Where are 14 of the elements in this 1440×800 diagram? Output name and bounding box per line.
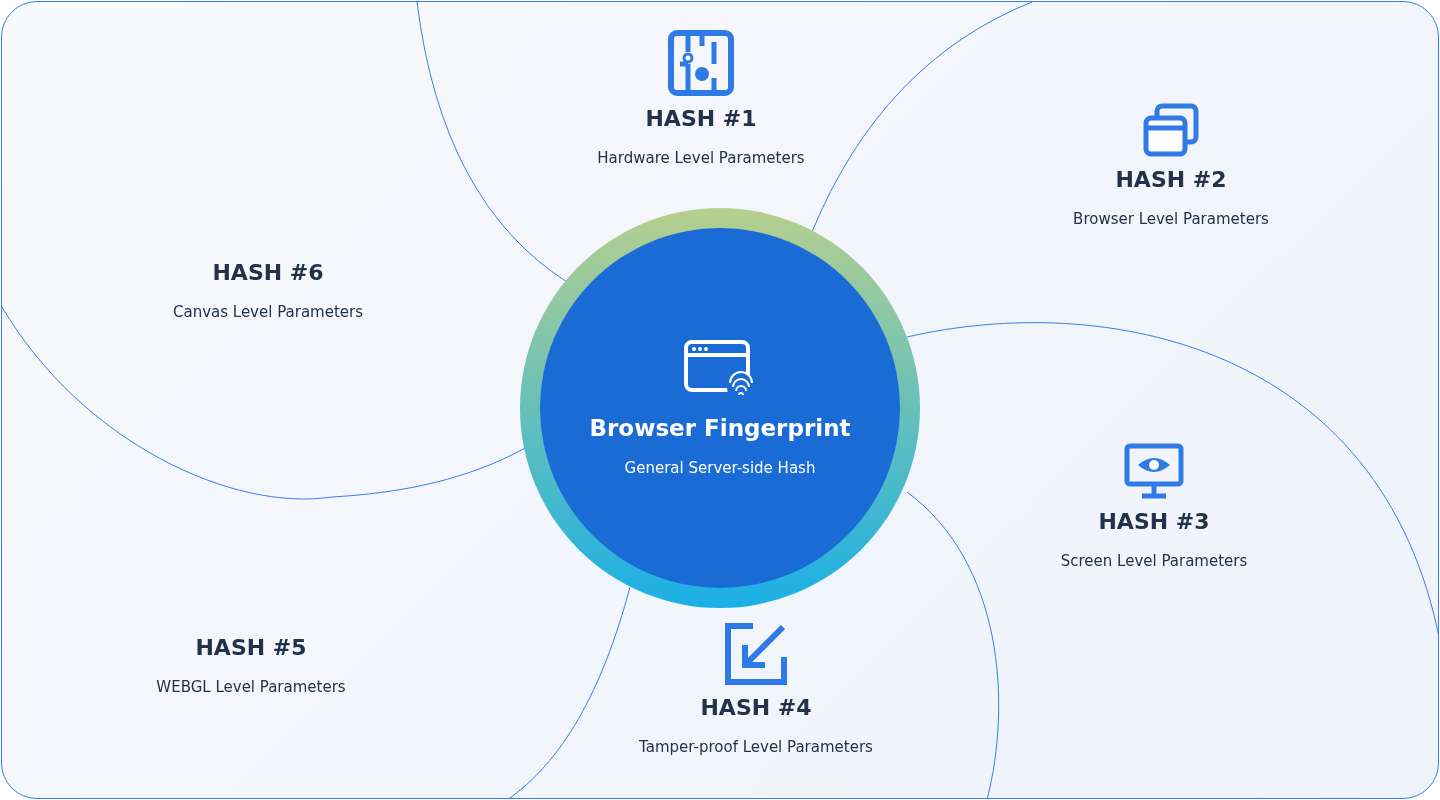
center-description: General Server-side Hash	[624, 459, 816, 477]
hash-title: HASH #4	[700, 695, 812, 720]
hash-title: HASH #6	[212, 260, 324, 285]
hash-title: HASH #1	[645, 106, 757, 131]
hash-description: WEBGL Level Parameters	[156, 678, 346, 696]
hash-description: Tamper-proof Level Parameters	[639, 738, 873, 756]
hash-title: HASH #3	[1098, 509, 1210, 534]
hash-description: Browser Level Parameters	[1073, 210, 1269, 228]
hash-description: Canvas Level Parameters	[172, 303, 363, 321]
center-title: Browser Fingerprint	[589, 415, 851, 441]
hash-title: HASH #5	[195, 635, 307, 660]
hash-description: Hardware Level Parameters	[597, 149, 805, 167]
hash-title: HASH #2	[1115, 167, 1227, 192]
hash-description: Screen Level Parameters	[1060, 552, 1248, 570]
